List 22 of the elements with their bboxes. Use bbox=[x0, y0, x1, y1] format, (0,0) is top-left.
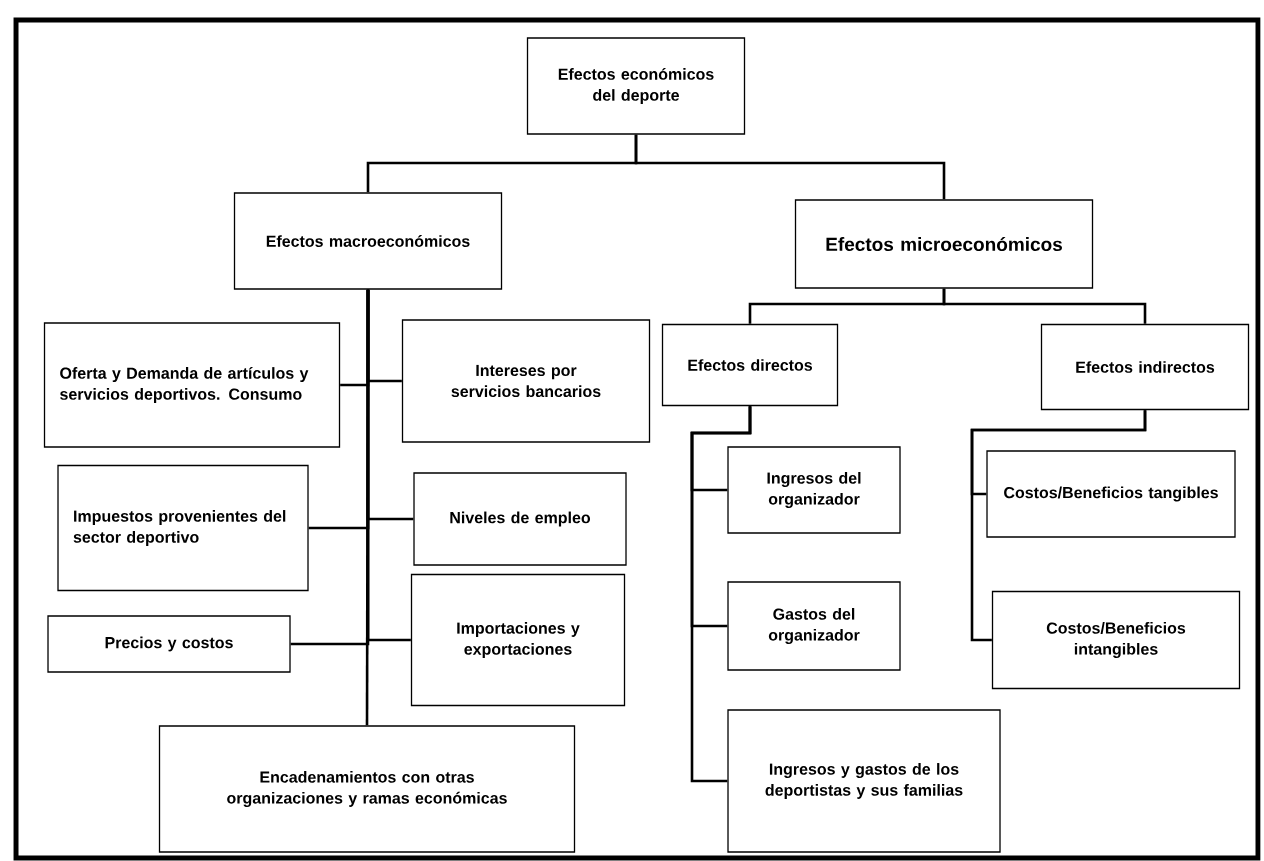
connector-line bbox=[690, 406, 752, 783]
text-box: Efectos microeconómicos bbox=[794, 199, 1094, 289]
connector-line bbox=[634, 134, 946, 200]
text-box: Costos/Beneficios intangibles bbox=[991, 590, 1241, 690]
text-box: Encadenamientos con otras organizaciones y ramas económicas bbox=[158, 725, 576, 853]
text-box: Ingresos del organizador bbox=[727, 446, 901, 534]
connector-line bbox=[942, 288, 1147, 324]
connector-line bbox=[970, 410, 1147, 642]
text-box: Ingresos y gastos de los deportistas y sus familias bbox=[727, 709, 1001, 853]
text-box: Efectos macroeconómicos bbox=[233, 192, 503, 290]
text-box: Efectos indirectos bbox=[1040, 323, 1250, 411]
text-box: Oferta y Demanda de artículos y servicios deportivos. Consumo bbox=[43, 322, 341, 448]
connector-line bbox=[365, 289, 370, 726]
text-box: Precios y costos bbox=[47, 615, 291, 673]
text-box: Impuestos provenientes del sector deportivo bbox=[57, 464, 309, 592]
text-box: Intereses por servicios bancarios bbox=[401, 319, 651, 443]
text-box: Importaciones y exportaciones bbox=[410, 573, 626, 707]
text-box: Efectos directos bbox=[661, 323, 839, 407]
text-box: Efectos económicos del deporte bbox=[526, 37, 746, 135]
text-box: Gastos del organizador bbox=[727, 581, 901, 671]
text-box: Niveles de empleo bbox=[413, 472, 627, 566]
text-box: Costos/Beneficios tangibles bbox=[986, 450, 1236, 538]
